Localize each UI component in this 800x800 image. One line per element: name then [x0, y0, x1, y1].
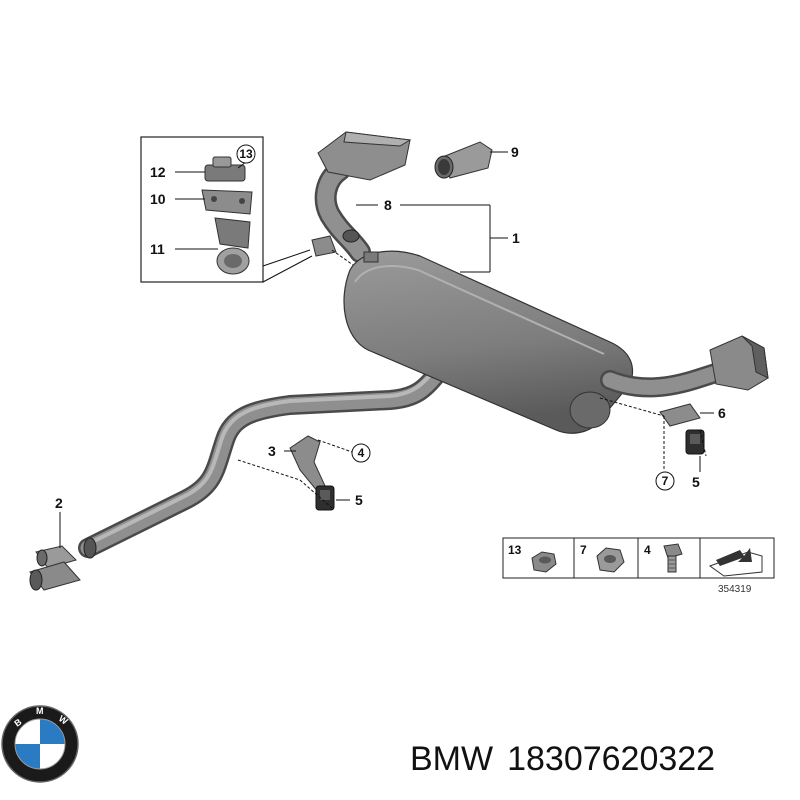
callout-12: 12 [150, 164, 166, 180]
callout-4-circle [351, 443, 371, 463]
callout-7-circle [655, 471, 675, 491]
bmw-logo: B M W [1, 705, 79, 783]
bracket-part [201, 189, 253, 215]
callout-2: 2 [55, 495, 63, 511]
callout-1: 1 [512, 230, 520, 246]
middle-hanger-part [289, 435, 335, 511]
legend-label-13: 13 [508, 543, 522, 557]
nut-icon [531, 551, 557, 573]
callout-9: 9 [511, 144, 519, 160]
part-number: 18307620322 [507, 740, 716, 778]
arrow-icon [708, 548, 763, 577]
sensor-bracket-part [311, 235, 361, 271]
reference-number: 354319 [718, 584, 752, 595]
rear-muffler-part [343, 250, 634, 434]
callout-10: 10 [150, 191, 166, 207]
legend-label-7: 7 [580, 543, 587, 557]
tailpipe-tip-part [434, 141, 493, 179]
callout-7: 7 [662, 474, 669, 488]
detail-inset: 13 12 10 11 [140, 136, 264, 283]
actuator-part [204, 156, 246, 182]
front-pipe-part [78, 352, 465, 559]
fastener-legend: 13 7 4 354319 [502, 537, 775, 595]
bolt-icon [663, 543, 683, 573]
right-outlet-part [600, 335, 769, 398]
callout-4: 4 [358, 446, 365, 460]
callout-6: 6 [718, 405, 726, 421]
callout-5-middle: 5 [355, 492, 363, 508]
callout-5-rear: 5 [692, 474, 700, 490]
upper-pipe-part [314, 131, 412, 263]
brand-name: BMW [410, 740, 494, 778]
callout-11: 11 [150, 241, 165, 257]
callout-13-circle [236, 144, 256, 164]
svg-text:M: M [36, 706, 44, 716]
tailpipe-tips-part [29, 545, 81, 591]
legend-label-4: 4 [644, 543, 651, 557]
collar-nut-icon [596, 547, 625, 573]
callout-13: 13 [239, 147, 253, 161]
callout-8: 8 [384, 197, 392, 213]
part-caption: BMW 18307620322 [410, 740, 790, 784]
clamp-part [214, 217, 251, 275]
svg-text:B: B [12, 716, 23, 728]
callout-3: 3 [268, 443, 276, 459]
rear-hanger-part [659, 403, 705, 455]
